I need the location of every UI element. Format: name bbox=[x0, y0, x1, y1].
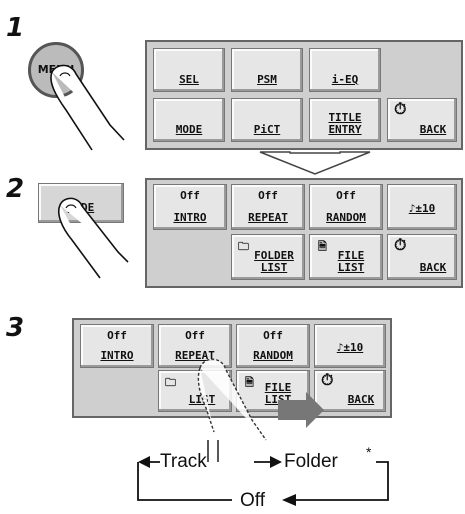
cycle-off: Off bbox=[240, 490, 265, 512]
finger-icon bbox=[198, 359, 266, 440]
cycle-track: Track bbox=[160, 451, 207, 473]
cycle-asterisk: * bbox=[366, 444, 371, 460]
finger-icon bbox=[51, 65, 124, 150]
right-arrow-icon bbox=[278, 392, 324, 428]
cycle-arrowhead-icon bbox=[282, 494, 296, 506]
cycle-arrowhead-icon bbox=[270, 456, 282, 468]
cycle-folder: Folder bbox=[284, 451, 338, 473]
finger-icon bbox=[59, 198, 128, 278]
